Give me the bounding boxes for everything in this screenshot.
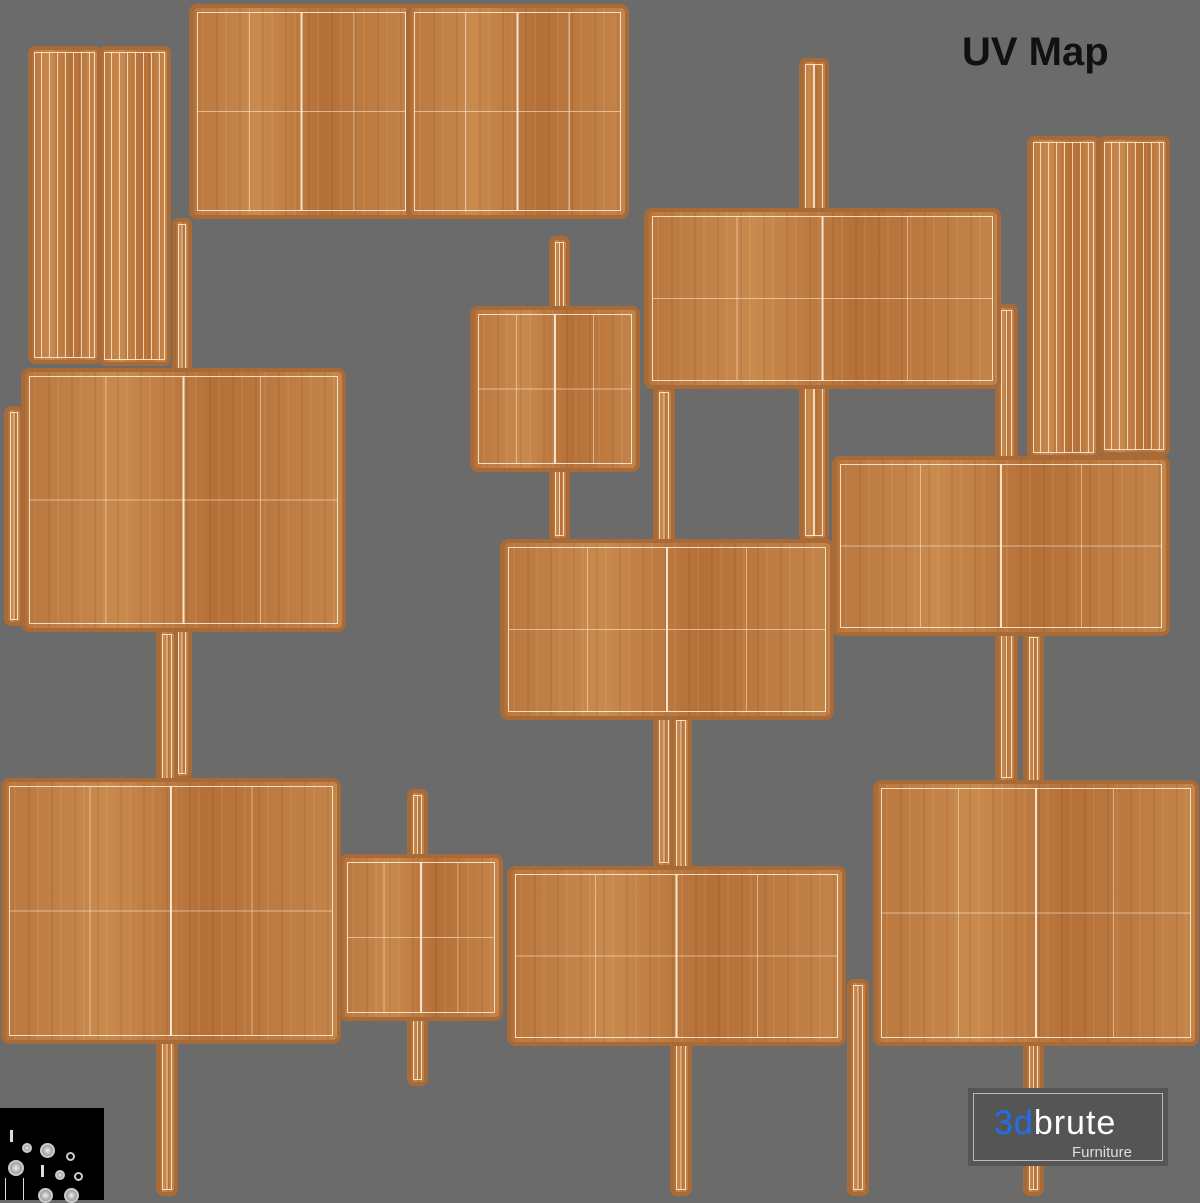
uv-panel-island [877,784,1195,1042]
uv-panel-island [25,372,342,628]
uv-leg-island [32,50,97,360]
uv-panel-island [410,8,625,215]
uv-edge-strip [851,983,865,1192]
uv-leg-island [1031,140,1096,455]
uv-panel-island [836,460,1166,632]
uv-panel-island [5,782,337,1040]
logo-prefix: 3d [994,1104,1034,1142]
brand-logo: 3dbrute Furniture [968,1088,1168,1166]
logo-suffix: brute [1033,1104,1117,1142]
uv-map-title: UV Map [962,30,1109,74]
uv-panel-island [193,8,410,215]
uv-leg-island [1102,140,1166,452]
hardware-uv-thumbnail [0,1108,104,1203]
logo-subtitle: Furniture [1071,1144,1132,1161]
uv-panel-island [474,310,636,468]
uv-panel-island [504,543,830,716]
uv-panel-island [511,870,842,1042]
uv-leg-island [102,50,167,362]
uv-panel-island [343,858,499,1017]
uv-panel-island [648,212,997,385]
uv-edge-strip [8,410,20,622]
